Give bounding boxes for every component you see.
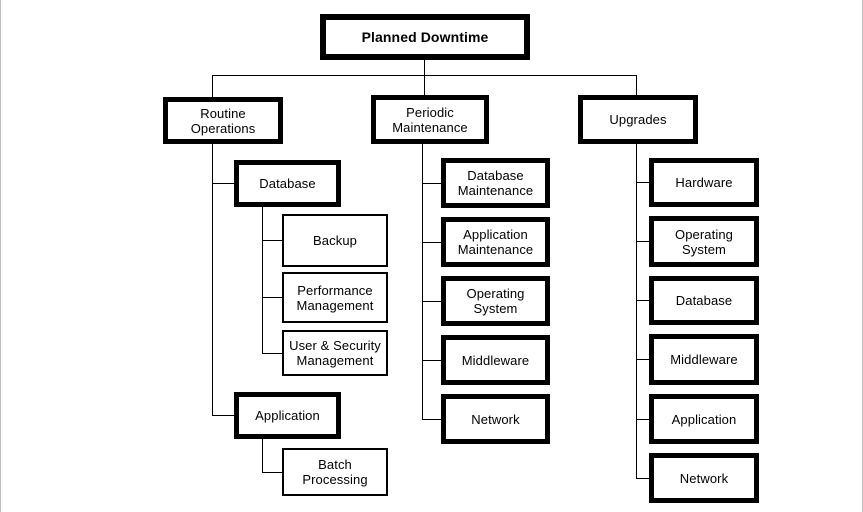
node-planned-downtime[interactable]: Planned Downtime bbox=[320, 14, 530, 60]
node-database-backup[interactable]: Backup bbox=[282, 214, 388, 267]
connector-elbow-database-backup bbox=[262, 240, 283, 241]
node-upgrades-application[interactable]: Application bbox=[649, 394, 759, 444]
connector-elbow-upgrades-hardware bbox=[636, 182, 650, 183]
connector-elbow-upgrades-operating-system bbox=[636, 241, 650, 242]
node-periodic-network[interactable]: Network bbox=[441, 394, 550, 444]
connector-elbow-routine-database bbox=[212, 183, 235, 184]
node-upgrades-operating-system[interactable]: Operating System bbox=[649, 216, 759, 267]
connector-elbow-periodic-database-maintenance bbox=[422, 183, 442, 184]
connector-spine-routine-operations bbox=[212, 144, 213, 416]
connector-elbow-periodic-operating-system bbox=[422, 301, 442, 302]
node-application-batch-processing[interactable]: Batch Processing bbox=[282, 448, 388, 496]
node-routine-operations[interactable]: Routine Operations bbox=[163, 97, 283, 144]
connector-elbow-periodic-middleware bbox=[422, 360, 442, 361]
connector-elbow-upgrades-network bbox=[636, 478, 650, 479]
connector-spine-periodic-maintenance bbox=[422, 144, 423, 419]
connector-elbow-periodic-network bbox=[422, 419, 442, 420]
connector-elbow-application-batch-processing bbox=[262, 472, 283, 473]
node-periodic-application-maintenance[interactable]: Application Maintenance bbox=[441, 217, 550, 267]
connector-elbow-upgrades-database bbox=[636, 300, 650, 301]
node-periodic-maintenance[interactable]: Periodic Maintenance bbox=[371, 95, 489, 144]
node-periodic-database-maintenance[interactable]: Database Maintenance bbox=[441, 158, 550, 208]
connector-drop-routine-operations bbox=[212, 75, 213, 97]
node-routine-application[interactable]: Application bbox=[234, 392, 341, 439]
node-upgrades-hardware[interactable]: Hardware bbox=[649, 158, 759, 207]
connector-elbow-database-user-security-management bbox=[262, 353, 283, 354]
connector-elbow-database-performance-management bbox=[262, 297, 283, 298]
node-periodic-operating-system[interactable]: Operating System bbox=[441, 276, 550, 326]
node-upgrades[interactable]: Upgrades bbox=[578, 95, 698, 144]
connector-drop-periodic-maintenance bbox=[424, 75, 425, 95]
connector-spine-routine-application bbox=[262, 439, 263, 472]
node-database-user-security-management[interactable]: User & Security Management bbox=[282, 330, 388, 376]
connector-spine-upgrades bbox=[636, 144, 637, 478]
connector-elbow-periodic-application-maintenance bbox=[422, 242, 442, 243]
connector-spine-routine-database bbox=[262, 207, 263, 353]
node-database-performance-management[interactable]: Performance Management bbox=[282, 272, 388, 323]
node-upgrades-database[interactable]: Database bbox=[649, 276, 759, 325]
node-routine-database[interactable]: Database bbox=[234, 160, 341, 207]
connector-elbow-upgrades-middleware bbox=[636, 359, 650, 360]
node-periodic-middleware[interactable]: Middleware bbox=[441, 335, 550, 385]
connector-elbow-routine-application bbox=[212, 415, 235, 416]
connector-elbow-upgrades-application bbox=[636, 419, 650, 420]
connector-root-stem bbox=[424, 60, 425, 75]
connector-drop-upgrades bbox=[636, 75, 637, 95]
node-upgrades-middleware[interactable]: Middleware bbox=[649, 334, 759, 385]
page-left-edge bbox=[0, 0, 1, 512]
node-upgrades-network[interactable]: Network bbox=[649, 453, 759, 503]
